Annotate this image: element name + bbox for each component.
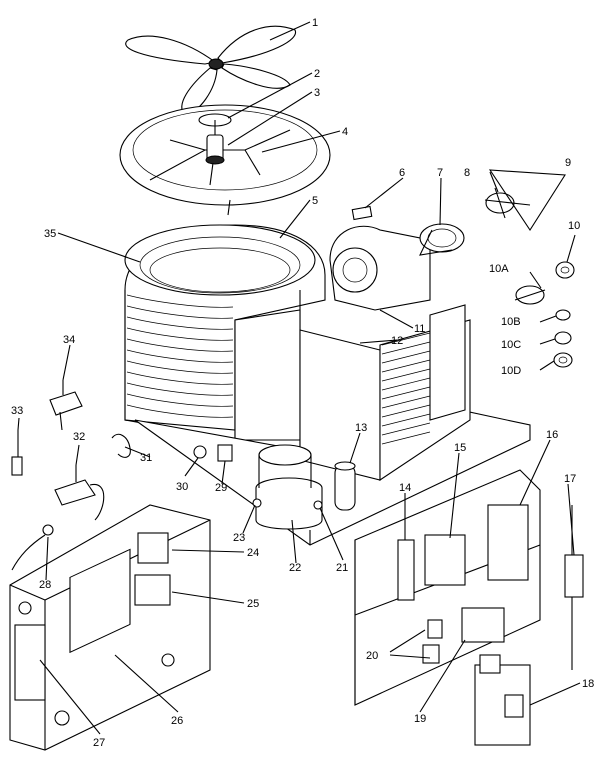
coil-fin [381, 386, 431, 400]
coil-fin [381, 332, 431, 346]
callout-10C: 10C [501, 339, 521, 351]
callout-28: 28 [39, 579, 51, 591]
coil-fin [381, 359, 431, 373]
callout-23: 23 [233, 532, 245, 544]
callout-34: 34 [63, 334, 75, 346]
callout-labels: 1 2 3 4 5 6 7 8 9 10 10A 10B 10C 10D 11 … [11, 17, 594, 749]
fan-blade [125, 25, 297, 116]
coil-fin [381, 422, 431, 436]
coil-fin [381, 395, 431, 409]
callout-18: 18 [582, 678, 594, 690]
callout-3: 3 [314, 87, 320, 99]
coil-tube [126, 305, 234, 319]
coil-fin [381, 413, 431, 427]
callout-19: 19 [414, 713, 426, 725]
coil-tube [126, 294, 234, 308]
callout-30: 30 [176, 481, 188, 493]
callout-10B: 10B [501, 316, 521, 328]
callout-2: 2 [314, 68, 320, 80]
callout-35: 35 [44, 228, 56, 240]
coil-tube [126, 349, 234, 363]
base-pan [134, 304, 531, 546]
coil-fin [381, 341, 431, 355]
callout-10D: 10D [501, 365, 521, 377]
coil-tube [126, 360, 234, 374]
coil-tube [126, 404, 234, 418]
callout-29: 29 [215, 482, 227, 494]
callout-5: 5 [312, 195, 318, 207]
callout-1: 1 [312, 17, 318, 29]
callout-21: 21 [336, 562, 348, 574]
coil-tube [126, 338, 234, 352]
coil-fin [381, 431, 431, 445]
callout-31: 31 [140, 452, 152, 464]
callout-25: 25 [247, 598, 259, 610]
callout-15: 15 [454, 442, 466, 454]
callout-12: 12 [391, 335, 403, 347]
callout-27: 27 [93, 737, 105, 749]
callout-17: 17 [564, 473, 576, 485]
coil-fin [381, 404, 431, 418]
callout-33: 33 [11, 405, 23, 417]
condenser-coil [124, 224, 326, 450]
callout-8: 8 [464, 167, 470, 179]
coil-fin [381, 350, 431, 364]
misc-fittings [514, 261, 575, 368]
blower-assembly [329, 169, 566, 311]
callout-6: 6 [399, 167, 405, 179]
callout-13: 13 [355, 422, 367, 434]
fan-grille-top [119, 104, 331, 216]
callout-22: 22 [289, 562, 301, 574]
coil-tube [126, 393, 234, 407]
left-parts [11, 380, 105, 571]
callout-4: 4 [342, 126, 348, 138]
leader-lines [17, 21, 581, 735]
left-control-box [9, 504, 211, 751]
coil-tube [126, 382, 234, 396]
callout-14: 14 [399, 482, 411, 494]
coil-tube [126, 371, 234, 385]
right-control-box [354, 469, 584, 746]
callout-26: 26 [171, 715, 183, 727]
coil-fin [381, 368, 431, 382]
callout-9: 9 [565, 157, 571, 169]
callout-7: 7 [437, 167, 443, 179]
callout-10: 10 [568, 220, 580, 232]
coil-tube [126, 327, 234, 341]
callout-20: 20 [366, 650, 378, 662]
callout-10A: 10A [489, 263, 509, 275]
compressor-assembly [111, 433, 356, 530]
callout-24: 24 [247, 547, 259, 559]
coil-fin [381, 377, 431, 391]
callout-11: 11 [414, 323, 425, 335]
callout-16: 16 [546, 429, 558, 441]
coil-tube [126, 316, 234, 330]
callout-32: 32 [73, 431, 85, 443]
